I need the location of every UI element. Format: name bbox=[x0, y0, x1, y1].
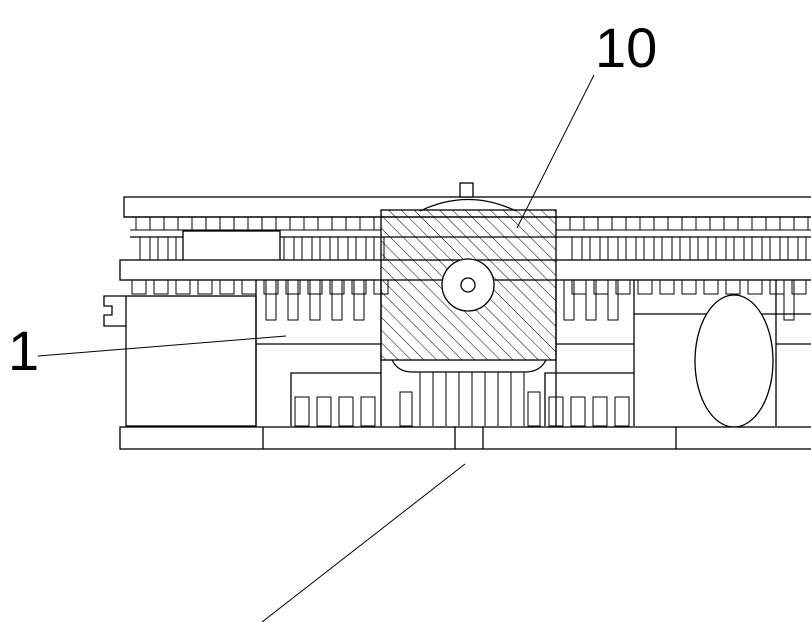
comb-tooth bbox=[265, 279, 277, 321]
column-post bbox=[697, 236, 709, 261]
center-comb bbox=[399, 372, 541, 427]
column-post bbox=[301, 236, 313, 261]
plate-slot bbox=[681, 279, 697, 295]
callout-1: 1 bbox=[8, 319, 287, 382]
center-comb-end bbox=[527, 391, 541, 427]
callout-bottom bbox=[261, 463, 466, 622]
plate-slot bbox=[747, 279, 763, 295]
column-post bbox=[625, 236, 637, 261]
column-post bbox=[751, 236, 763, 261]
column-post bbox=[283, 236, 295, 261]
column-post bbox=[733, 236, 745, 261]
oval-window bbox=[694, 294, 774, 428]
leader-line-10 bbox=[516, 74, 595, 229]
column-post bbox=[355, 236, 367, 261]
plate-slot bbox=[769, 279, 785, 295]
comb-tooth bbox=[353, 279, 365, 321]
shaft-hole bbox=[460, 277, 476, 293]
column-post bbox=[571, 236, 583, 261]
column-post bbox=[805, 236, 811, 261]
comb-tooth bbox=[563, 279, 575, 321]
column-post bbox=[139, 236, 151, 261]
column-post bbox=[787, 236, 799, 261]
comb-tooth bbox=[309, 279, 321, 321]
leader-line-bottom bbox=[261, 463, 466, 622]
column-post bbox=[157, 236, 169, 261]
plate-slot bbox=[153, 279, 169, 295]
hatched-block bbox=[380, 198, 557, 361]
leader-line-1 bbox=[37, 335, 287, 357]
lower-block bbox=[548, 396, 564, 427]
base-bar bbox=[119, 426, 811, 450]
plate-slot bbox=[615, 279, 631, 295]
plate-slot bbox=[175, 279, 191, 295]
column-post bbox=[319, 236, 331, 261]
column-post bbox=[607, 236, 619, 261]
comb-teeth bbox=[265, 279, 795, 321]
column-post bbox=[661, 236, 673, 261]
plate-slot bbox=[219, 279, 235, 295]
label-1: 1 bbox=[8, 319, 39, 382]
lower-block bbox=[360, 396, 376, 427]
plate-slot bbox=[197, 279, 213, 295]
label-10: 10 bbox=[595, 16, 657, 79]
lower-block bbox=[570, 396, 586, 427]
column-post bbox=[715, 236, 727, 261]
plate-slot bbox=[659, 279, 675, 295]
lower-block bbox=[338, 396, 354, 427]
lower-block bbox=[316, 396, 332, 427]
plate-slots bbox=[131, 279, 807, 295]
column-post bbox=[643, 236, 655, 261]
plate-slot bbox=[703, 279, 719, 295]
comb-tooth bbox=[783, 279, 795, 321]
comb-tooth bbox=[607, 279, 619, 321]
comb-tooth bbox=[287, 279, 299, 321]
comb-tooth bbox=[585, 279, 597, 321]
callout-10: 10 bbox=[516, 16, 657, 229]
lower-block bbox=[614, 396, 630, 427]
top-rail-teeth bbox=[130, 217, 811, 231]
lower-block bbox=[294, 396, 310, 427]
lower-block bbox=[592, 396, 608, 427]
comb-tooth bbox=[331, 279, 343, 321]
plate-slot bbox=[725, 279, 741, 295]
plate-slot bbox=[241, 279, 257, 295]
plate-slot bbox=[791, 279, 807, 295]
column-post bbox=[589, 236, 601, 261]
column-post bbox=[769, 236, 781, 261]
plate-slot bbox=[131, 279, 147, 295]
column-post bbox=[337, 236, 349, 261]
plate-slot bbox=[637, 279, 653, 295]
column-post bbox=[679, 236, 691, 261]
lower-blocks bbox=[294, 396, 630, 427]
center-comb-end bbox=[399, 391, 413, 427]
